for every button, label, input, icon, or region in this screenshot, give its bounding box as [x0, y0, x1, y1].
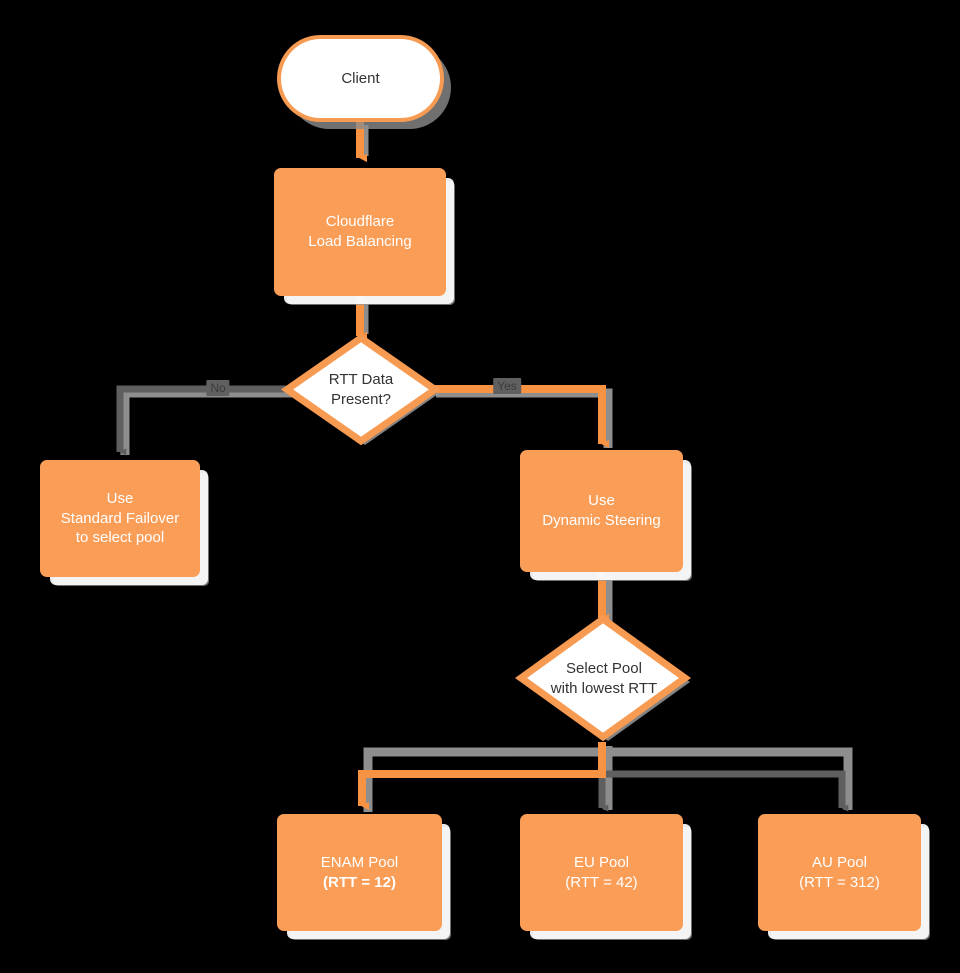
edge-select-pool-to-au-pool [602, 770, 849, 812]
node-dynamic-steering-line1: Use [588, 492, 615, 510]
node-eu-pool-rtt: (RTT = 42) [565, 873, 638, 891]
node-rtt-data-present[interactable]: RTT Data Present? [278, 333, 444, 446]
edge-rtt-check-to-dynamic-steering [434, 385, 609, 449]
node-standard-failover-line2: Standard Failover [60, 509, 180, 527]
rtt-check-diamond-shape [280, 333, 442, 446]
edge-label-no: No [206, 380, 230, 396]
node-au-pool-rtt: (RTT = 312) [799, 873, 880, 891]
node-standard-failover-line3: to select pool [75, 529, 165, 547]
node-rtt-check-line2: Present? [330, 390, 392, 408]
node-select-pool-line2: with lowest RTT [550, 680, 658, 697]
node-eu-pool-name: EU Pool [573, 853, 629, 871]
node-enam-pool[interactable]: ENAM Pool (RTT = 12) [277, 814, 442, 931]
node-enam-pool-rtt: (RTT = 12) [323, 873, 396, 891]
node-standard-failover-line1: Use [106, 489, 134, 507]
edge-rtt-check-to-standard-failover [116, 385, 286, 456]
node-au-pool[interactable]: AU Pool (RTT = 312) [758, 814, 921, 931]
node-au-pool-name: AU Pool [811, 853, 867, 871]
node-standard-failover[interactable]: Use Standard Failover to select pool [40, 460, 200, 577]
node-lb-label-line2: Load Balancing [308, 233, 412, 250]
node-dynamic-steering-line2: Dynamic Steering [542, 512, 661, 529]
node-client-label: Client [341, 69, 380, 87]
node-select-pool-lowest-rtt[interactable]: Select Pool with lowest RTT [513, 614, 695, 744]
node-cloudflare-load-balancing[interactable]: Cloudflare Load Balancing [274, 168, 446, 296]
node-enam-pool-name: ENAM Pool [320, 853, 399, 871]
node-dynamic-steering[interactable]: Use Dynamic Steering [520, 450, 683, 572]
node-client[interactable]: Client [277, 35, 444, 122]
node-select-pool-line1: Select Pool [566, 660, 642, 678]
select-pool-diamond-shape [515, 614, 691, 742]
node-lb-label-line1: Cloudflare [325, 213, 395, 231]
node-rtt-check-line1: RTT Data [328, 370, 394, 388]
edge-select-pool-to-enam-pool [358, 742, 606, 811]
edge-label-yes: Yes [493, 378, 521, 394]
node-eu-pool[interactable]: EU Pool (RTT = 42) [520, 814, 683, 931]
